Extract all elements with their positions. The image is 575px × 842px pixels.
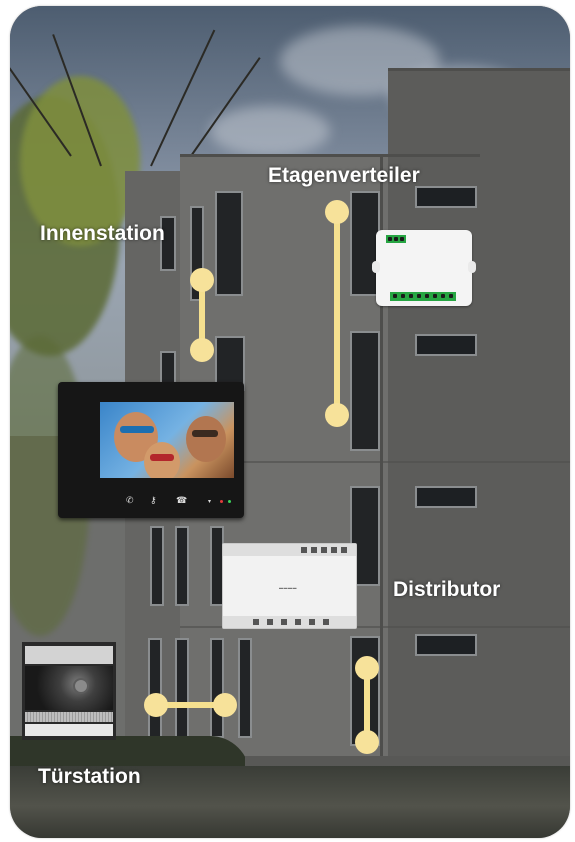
brand-logo: ▬▬▬▬: [279, 585, 297, 590]
window: [415, 186, 477, 208]
monitor-screen: [100, 402, 234, 478]
window: [415, 486, 477, 508]
call-icon: ☎: [176, 495, 188, 505]
window: [415, 634, 477, 656]
phone-icon: ✆: [126, 495, 134, 505]
camera-lens-icon: [73, 678, 89, 694]
connector-distributor: [364, 668, 370, 741]
connector-door-station: [155, 702, 225, 708]
connector-dot: [325, 200, 349, 224]
building-seam: [388, 68, 570, 71]
mounting-tab: [468, 261, 476, 273]
window: [350, 331, 380, 451]
window: [160, 216, 176, 271]
sunglasses: [120, 426, 154, 433]
building-seam: [180, 626, 570, 628]
connector-dot: [325, 403, 349, 427]
building-seam: [180, 461, 570, 463]
status-led: [220, 500, 223, 503]
canal-water: [10, 766, 570, 838]
window: [350, 486, 380, 586]
connector-dot: [190, 268, 214, 292]
tree-foliage: [20, 76, 140, 246]
person: [186, 416, 226, 462]
terminal-rail: [223, 616, 356, 628]
connector-floor-distributor: [334, 212, 340, 415]
connector-dot: [144, 693, 168, 717]
window: [175, 638, 189, 738]
window: [148, 638, 162, 738]
connector-dot: [213, 693, 237, 717]
status-led: [228, 500, 231, 503]
window: [238, 638, 252, 738]
label-floor-distributor: Etagenverteiler: [268, 164, 420, 187]
unlock-icon: ⚷: [150, 495, 157, 505]
window: [175, 526, 189, 606]
cloud: [210, 106, 330, 156]
sunglasses: [192, 430, 218, 437]
building-seam: [380, 154, 383, 764]
door-station-camera: [25, 666, 113, 710]
door-station-device: [22, 642, 116, 740]
menu-icon: ▾: [208, 499, 212, 505]
distributor-device: ▬▬▬▬: [222, 543, 357, 629]
window: [210, 638, 224, 738]
window: [215, 336, 245, 391]
terminal-block: [386, 235, 406, 243]
label-indoor-station: Innenstation: [40, 222, 165, 245]
label-distributor: Distributor: [393, 578, 501, 601]
indoor-station-monitor: ✆ ⚷ ☎ ▾: [58, 382, 244, 518]
floor-distributor-device: [372, 230, 476, 306]
window: [415, 334, 477, 356]
door-station-top: [25, 646, 113, 664]
window: [350, 191, 380, 296]
speaker-grille: [25, 712, 113, 722]
connector-dot: [190, 338, 214, 362]
building-seam: [180, 154, 480, 157]
terminal-block: [390, 292, 456, 301]
window: [150, 526, 164, 606]
connector-indoor-station: [199, 280, 205, 350]
connector-dot: [355, 656, 379, 680]
mounting-tab: [372, 261, 380, 273]
window: [215, 191, 243, 296]
connector-dot: [355, 730, 379, 754]
label-door-station: Türstation: [38, 765, 141, 788]
sunglasses: [150, 454, 174, 461]
name-plate: [25, 724, 113, 736]
